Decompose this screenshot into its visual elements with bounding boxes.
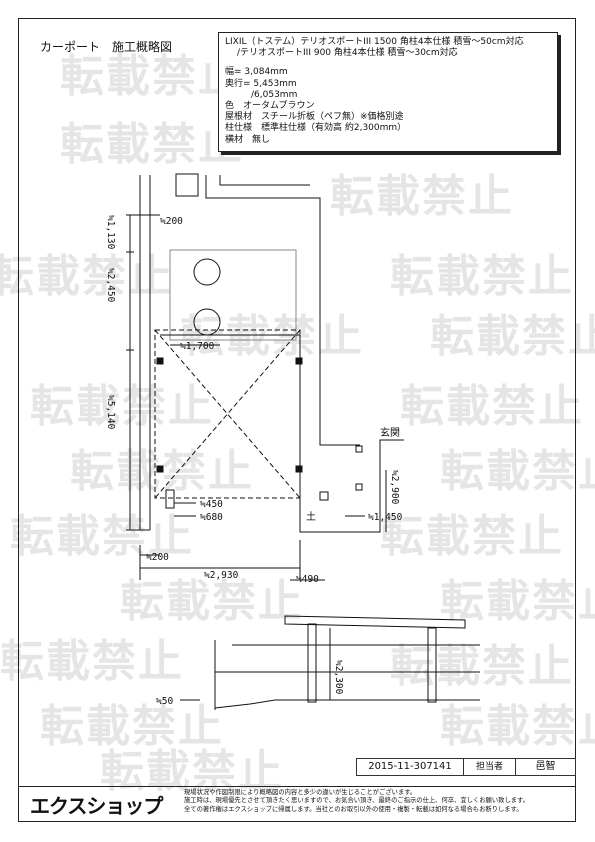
dim-label: ≒1,130 [105, 215, 116, 250]
dim-label: ≒2,900 [389, 470, 400, 505]
dim-label: ≒1,700 [180, 341, 215, 352]
entrance-outline [299, 439, 404, 533]
dim-label: ≒2,300 [333, 660, 344, 695]
wheel-front-left [193, 258, 221, 286]
house-wall-inner [219, 175, 310, 186]
spec-product-line2: /テリオスポートIII 900 角柱4本仕様 積雪〜30cm対応 [237, 48, 458, 59]
ground-slope [214, 699, 480, 709]
dim-label: ≒5,140 [105, 395, 116, 430]
dim-label: ≒1,450 [368, 512, 403, 523]
elevation-pillar [307, 623, 317, 703]
pillar [295, 357, 303, 365]
elevation-roof [284, 615, 466, 629]
roof-brace [154, 329, 301, 499]
house-wall [205, 175, 360, 446]
dim-label: ≒2,930 [204, 570, 239, 581]
entrance-post [355, 445, 363, 453]
footer-divider [18, 786, 576, 787]
page-title: カーポート 施工概略図 [40, 40, 173, 54]
entrance-step [319, 491, 329, 501]
spec-beam: 横材 無し [225, 134, 271, 145]
dim-label: ≒490 [296, 574, 319, 585]
dim-label: ≒450 [200, 499, 223, 510]
entrance-post [355, 483, 363, 491]
drawing-frame [18, 18, 576, 822]
staff-role-label: 担当者 [464, 758, 516, 776]
dim-label: ≒680 [200, 512, 223, 523]
roof-inner [160, 334, 301, 495]
wheel-rear-left [193, 308, 221, 336]
pillar [295, 465, 303, 473]
spec-box: LIXIL（トステム）テリオスポートIII 1500 角柱4本仕様 積雪〜50c… [218, 32, 558, 152]
entrance-label: 玄関 [380, 426, 400, 439]
meter-box [175, 173, 199, 197]
document-id: 2015-11-307141 [356, 758, 464, 776]
pillar [156, 357, 164, 365]
spec-color: 色 オータムブラウン [225, 101, 315, 112]
pillar [156, 465, 164, 473]
elevation-pillar [427, 627, 437, 703]
spec-pillar: 柱仕様 標準柱仕様（有効高 約2,300mm） [225, 123, 407, 134]
footer-note: 施工時は、現場優先とさせて頂きたく思いますので、お気合い頂き、最終のご指示の仕上… [184, 797, 530, 805]
staff-name: 邑智 [516, 758, 576, 776]
dim-label: ≒200 [160, 216, 183, 227]
company-logo: エクスショップ [30, 794, 163, 818]
spec-depth-alt: /6,053mm [251, 89, 298, 100]
parking-space [169, 249, 297, 341]
spec-depth: 奥行= 5,453mm [225, 78, 297, 89]
soil-label: 土 [306, 510, 316, 523]
spec-width: 幅= 3,084mm [225, 67, 288, 78]
footer-note: 現場状況や作図制限により概略図の内容と多少の違いが生じることがございます。 [184, 789, 417, 796]
roof-brace [154, 329, 301, 499]
footer-notes: 現場状況や作図制限により概略図の内容と多少の違いが生じることがございます。 施工… [184, 789, 564, 814]
dim-label: ≒200 [146, 552, 169, 563]
spec-product-line1: LIXIL（トステム）テリオスポートIII 1500 角柱4本仕様 積雪〜50c… [225, 37, 524, 47]
spec-roof: 屋根材 スチール折板（ペフ無）※価格別途 [225, 112, 404, 123]
dim-label: ≒2,450 [105, 268, 116, 303]
footer-note: 全ての著作権はエクスショップに帰属します。当社とのお取引以外の使用・複製・転載は… [184, 805, 523, 813]
dim-label: ≒50 [156, 696, 173, 707]
drain-box [165, 489, 175, 509]
